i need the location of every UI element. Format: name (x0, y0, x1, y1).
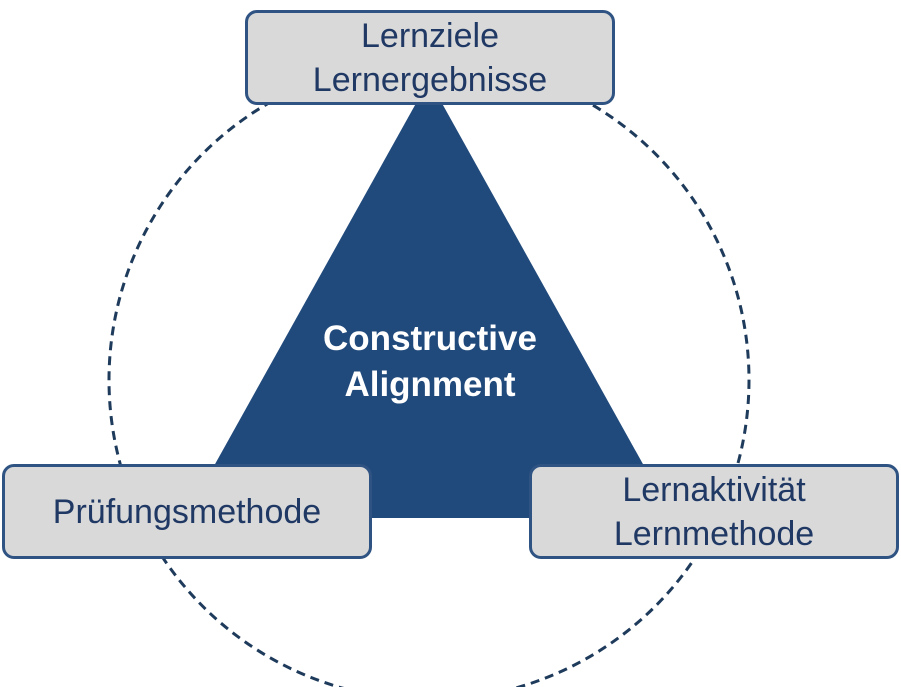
center-label: Constructive Alignment (260, 316, 600, 408)
center-triangle (185, 80, 673, 518)
node-learning-objectives-line-1: Lernziele (361, 16, 499, 55)
node-learning-activity-line-1: Lernaktivität (622, 470, 806, 509)
node-assessment-method-line-1: Prüfungsmethode (52, 492, 322, 531)
node-assessment-method: Prüfungsmethode (2, 464, 372, 559)
node-learning-objectives: Lernziele Lernergebnisse (245, 10, 615, 105)
center-label-line-2: Alignment (344, 365, 516, 404)
node-learning-activity-line-2: Lernmethode (613, 514, 815, 553)
center-label-line-1: Constructive (323, 319, 537, 358)
node-learning-objectives-line-2: Lernergebnisse (312, 60, 548, 99)
node-learning-activity: Lernaktivität Lernmethode (529, 464, 899, 559)
